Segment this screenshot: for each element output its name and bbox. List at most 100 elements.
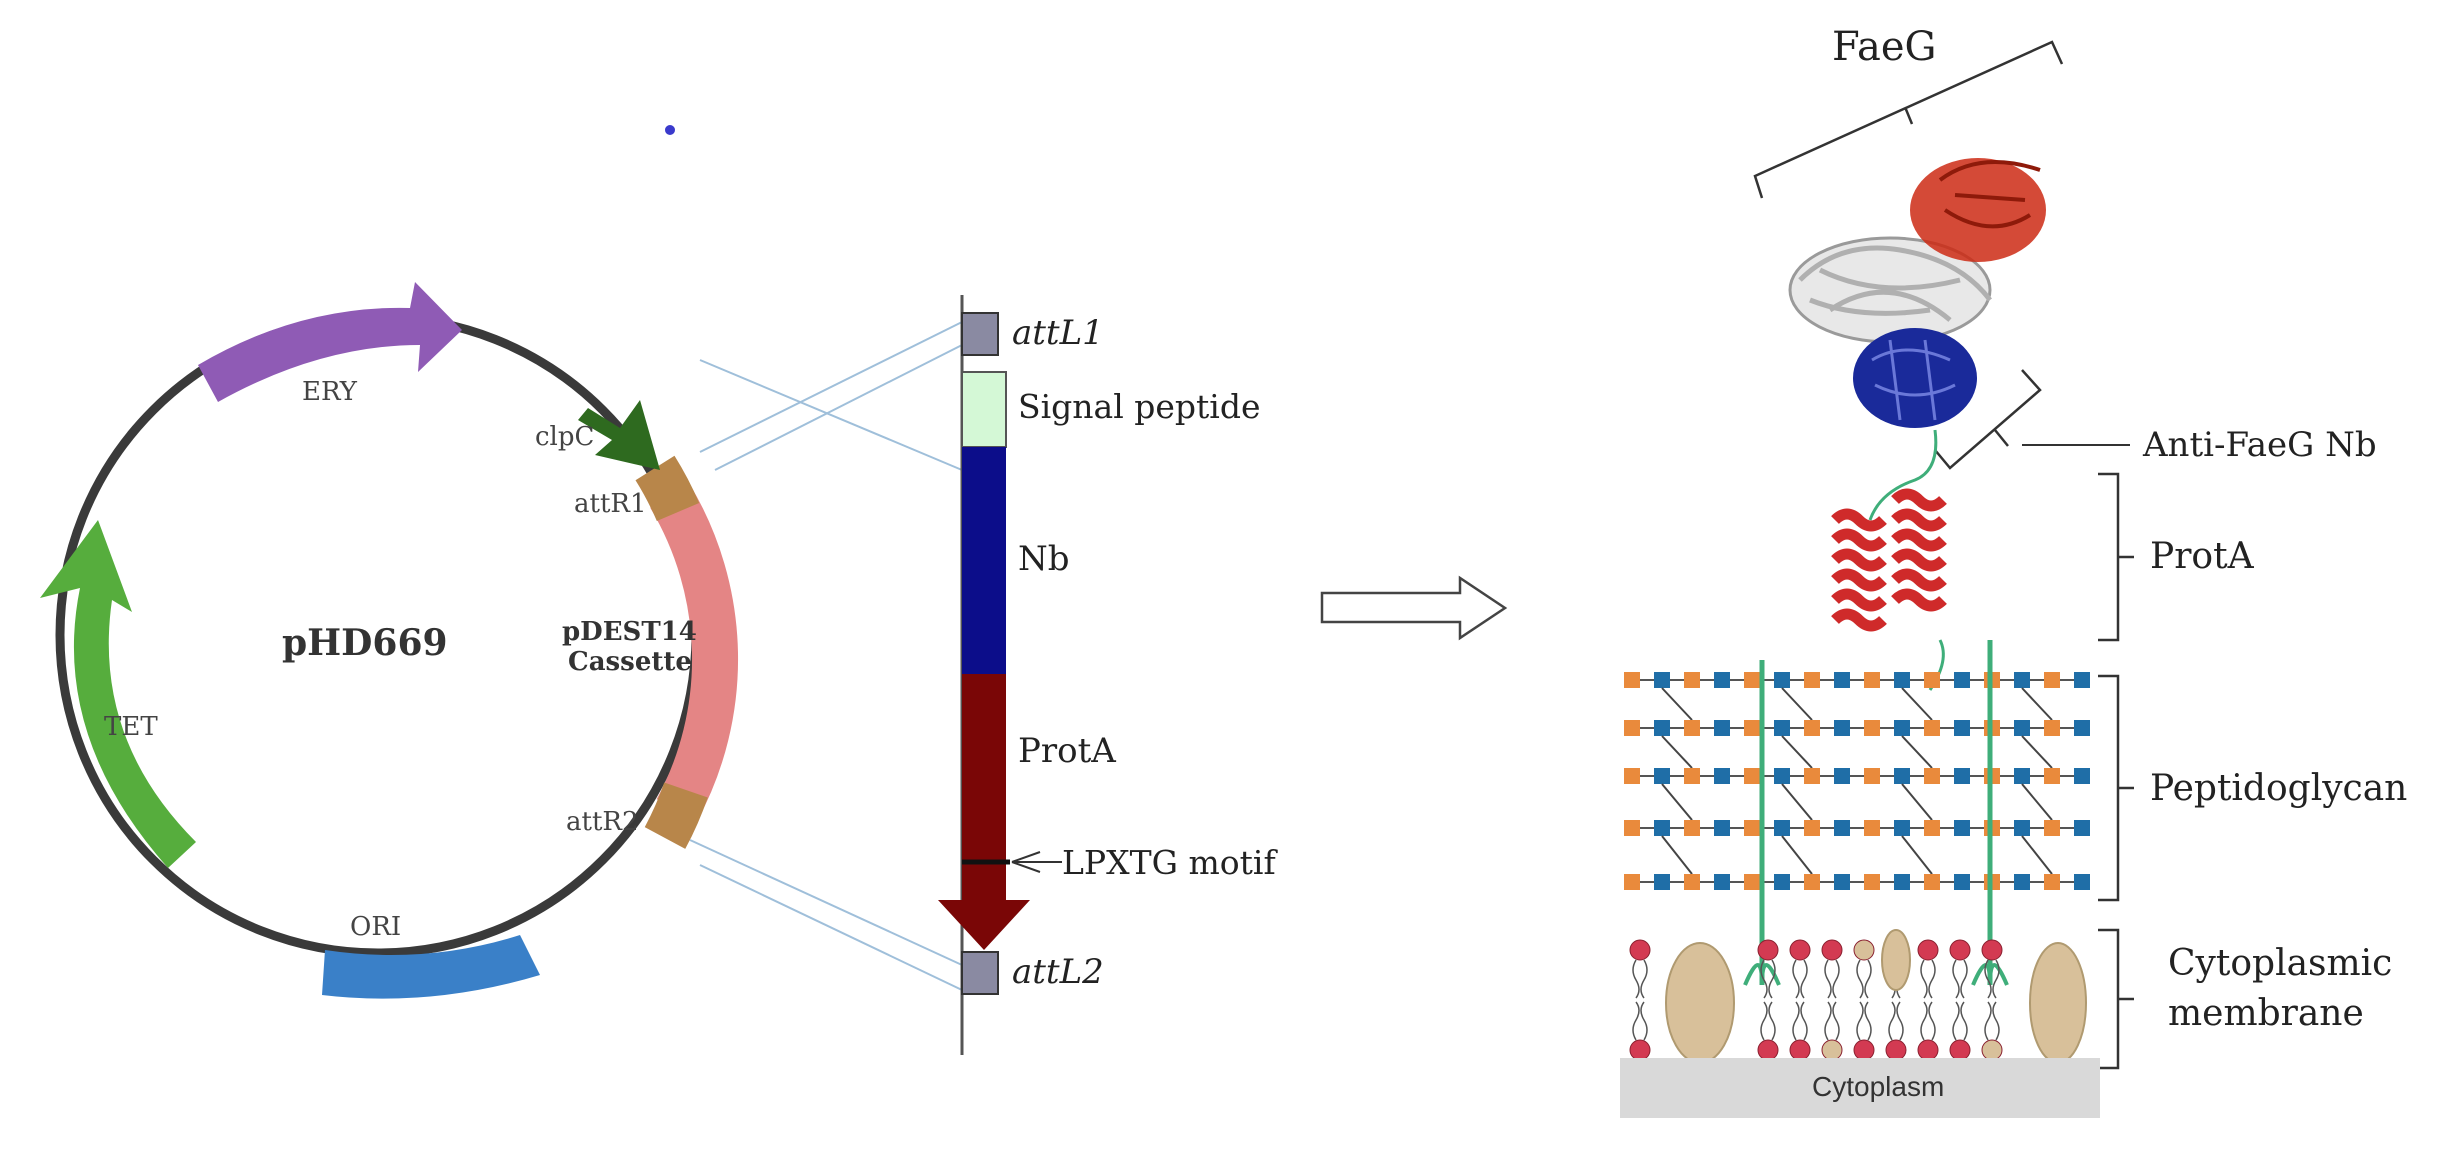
peptide-crosslink bbox=[1661, 735, 1693, 769]
lipid-head bbox=[1757, 939, 1779, 961]
peptidoglycan-lattice bbox=[1624, 672, 2090, 890]
lipid-head bbox=[1789, 1039, 1811, 1061]
lipid-tail bbox=[1760, 1001, 1776, 1041]
glycan-unit-blue bbox=[2074, 720, 2090, 736]
linker bbox=[1868, 429, 1938, 521]
faeg-label: FaeG bbox=[1832, 24, 1937, 70]
glycan-unit-blue bbox=[2074, 874, 2090, 890]
peptide-crosslink bbox=[1781, 687, 1813, 721]
lipid-head bbox=[1821, 939, 1843, 961]
glycan-unit-orange bbox=[1864, 768, 1880, 784]
glycan-unit-orange bbox=[1684, 874, 1700, 890]
lipid-tail bbox=[1920, 1001, 1936, 1041]
glycan-unit-blue bbox=[1954, 768, 1970, 784]
lipid-tail bbox=[1920, 959, 1936, 999]
glycan-unit-orange bbox=[1624, 720, 1640, 736]
lipid-tail bbox=[1824, 1001, 1840, 1041]
peptide-crosslink bbox=[1901, 735, 1933, 769]
prota-surface-label: ProtA bbox=[2150, 536, 2255, 577]
glycan-unit-blue bbox=[1714, 720, 1730, 736]
lipid-tail bbox=[1984, 1001, 2000, 1041]
signal-peptide-box bbox=[961, 371, 1007, 448]
peptide-crosslink bbox=[1781, 735, 1813, 769]
membrane-protein bbox=[2029, 942, 2087, 1064]
attr2-label: attR2 bbox=[566, 807, 639, 837]
glycan-unit-orange bbox=[1804, 672, 1820, 688]
peptide-crosslink bbox=[1901, 687, 1933, 721]
glycan-unit-orange bbox=[1744, 768, 1760, 784]
glycan-unit-blue bbox=[1894, 768, 1910, 784]
stray-dot bbox=[665, 125, 675, 135]
membrane-protein bbox=[1665, 942, 1735, 1064]
prota-arrowhead bbox=[938, 900, 1030, 950]
nb-label: Nb bbox=[1018, 539, 1070, 579]
lipid-tail bbox=[1824, 959, 1840, 999]
glycan-unit-blue bbox=[2014, 672, 2030, 688]
glycan-unit-blue bbox=[1834, 672, 1850, 688]
lipid-tail bbox=[1856, 959, 1872, 999]
glycan-unit-blue bbox=[1654, 820, 1670, 836]
glycan-unit-orange bbox=[2044, 720, 2060, 736]
glycan-unit-orange bbox=[1744, 720, 1760, 736]
connector-line bbox=[699, 321, 963, 453]
glycan-unit-blue bbox=[2014, 820, 2030, 836]
lipid-tail bbox=[1760, 959, 1776, 999]
peptide-crosslink bbox=[1781, 783, 1813, 821]
peptide-crosslink bbox=[1661, 835, 1693, 875]
glycan-unit-blue bbox=[1834, 768, 1850, 784]
ery-label: ERY bbox=[302, 377, 358, 407]
glycan-unit-blue bbox=[1654, 874, 1670, 890]
glycan-unit-orange bbox=[2044, 820, 2060, 836]
glycan-unit-blue bbox=[1774, 768, 1790, 784]
lipid-tail bbox=[1792, 1001, 1808, 1041]
lpxtg-pointer-arrow bbox=[1011, 851, 1062, 873]
peptide-crosslink bbox=[2021, 687, 2053, 721]
glycan-unit-blue bbox=[1894, 874, 1910, 890]
anti-faeg-nb-bracket bbox=[1934, 369, 2042, 470]
glycan-unit-blue bbox=[2074, 820, 2090, 836]
lipid-head bbox=[1853, 939, 1875, 961]
plasmid-map: ERY clpC attR1 attR2 TET ORI pHD669 pDES… bbox=[40, 125, 739, 999]
prota-label: ProtA bbox=[1018, 731, 1116, 771]
glycan-unit-blue bbox=[1714, 874, 1730, 890]
tet-label: TET bbox=[104, 712, 158, 742]
glycan-unit-orange bbox=[1864, 672, 1880, 688]
attr1-box bbox=[635, 455, 700, 522]
lipid-head bbox=[1629, 1039, 1651, 1061]
cassette-label-line2: Cassette bbox=[568, 647, 692, 677]
clpc-label: clpC bbox=[535, 422, 594, 452]
lipid-tail bbox=[1888, 1001, 1904, 1041]
glycan-unit-blue bbox=[1954, 874, 1970, 890]
glycan-unit-orange bbox=[1864, 820, 1880, 836]
lipid-head bbox=[1789, 939, 1811, 961]
attl1-label: attL1 bbox=[1012, 313, 1104, 353]
membrane-label-line2: membrane bbox=[2168, 993, 2364, 1034]
glycan-unit-orange bbox=[1624, 820, 1640, 836]
glycan-unit-blue bbox=[1834, 874, 1850, 890]
peptide-crosslink bbox=[1781, 835, 1813, 875]
glycan-unit-blue bbox=[1834, 820, 1850, 836]
glycan-unit-blue bbox=[1894, 672, 1910, 688]
glycan-unit-orange bbox=[1864, 720, 1880, 736]
peptide-crosslink bbox=[2021, 735, 2053, 769]
lipid-head bbox=[1981, 1039, 2003, 1061]
prota-box bbox=[962, 674, 1006, 904]
lipid-tail bbox=[1952, 1001, 1968, 1041]
surface-display: FaeG Anti-FaeG Nb ProtA bbox=[1620, 24, 2407, 1118]
lipid-tail bbox=[1952, 959, 1968, 999]
glycan-unit-blue bbox=[1654, 720, 1670, 736]
glycan-unit-orange bbox=[1744, 672, 1760, 688]
glycan-unit-orange bbox=[1924, 720, 1940, 736]
faeg-bracket bbox=[1753, 40, 2064, 199]
glycan-unit-orange bbox=[1624, 672, 1640, 688]
anti-faeg-nb-label: Anti-FaeG Nb bbox=[2142, 425, 2377, 465]
peptide-crosslink bbox=[1901, 783, 1933, 821]
faeg-red-domain bbox=[1910, 158, 2046, 262]
glycan-unit-blue bbox=[1954, 720, 1970, 736]
signal-peptide-label: Signal peptide bbox=[1018, 387, 1261, 426]
glycan-unit-blue bbox=[2014, 768, 2030, 784]
glycan-unit-orange bbox=[1684, 768, 1700, 784]
glycan-unit-blue bbox=[1714, 820, 1730, 836]
attr1-label: attR1 bbox=[574, 489, 647, 519]
glycan-unit-orange bbox=[1804, 720, 1820, 736]
